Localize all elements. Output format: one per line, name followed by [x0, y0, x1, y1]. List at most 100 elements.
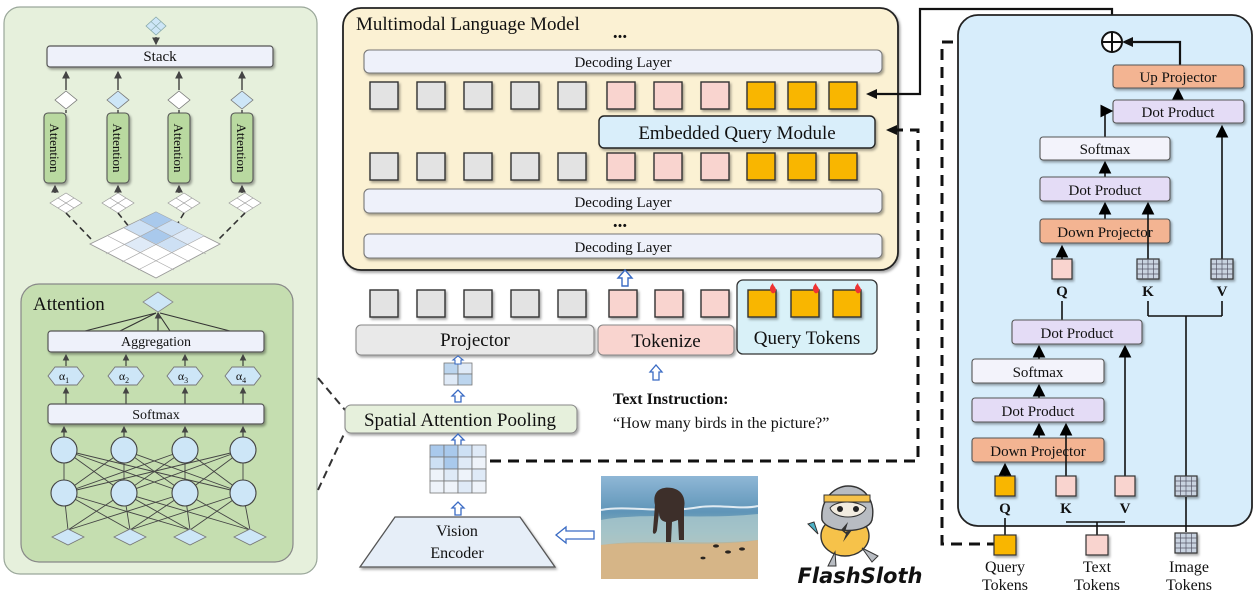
svg-text:Dot Product: Dot Product [1069, 183, 1143, 199]
dot-product-box-bottom [971, 397, 1105, 423]
mlp-network [50, 436, 267, 546]
svg-text:Q: Q [999, 501, 1011, 517]
svg-text:α1: α1 [59, 369, 69, 385]
q-token-bottom [994, 475, 1016, 497]
right-panel-embedded-query-module: Up Projector Dot Product Softmax Dot Pro… [957, 14, 1253, 535]
small-grid-diamonds [49, 192, 262, 214]
hollow-arrow-encoder-to-grid [450, 501, 466, 516]
k-token-bottom [1055, 475, 1077, 497]
alpha-3: α3 [166, 366, 204, 386]
alpha-1: α1 [47, 366, 85, 386]
svg-text:V: V [1120, 501, 1131, 517]
neuron [110, 436, 138, 464]
left-panel: Stack Attention [3, 6, 318, 575]
softmax-box-top [1039, 136, 1171, 161]
top-diamond-icon [145, 16, 167, 36]
middle-ellipsis: ... [613, 211, 627, 232]
attention-tower-3: Attention [167, 112, 191, 184]
aggregation-box [47, 330, 265, 353]
stack-label: Stack [143, 49, 177, 65]
v-token-bottom [1114, 475, 1136, 497]
svg-text:α2: α2 [119, 369, 129, 385]
hollow-arrow-to-mlm [616, 268, 634, 287]
svg-text:Softmax: Softmax [1013, 365, 1064, 381]
svg-text:K: K [1060, 501, 1072, 517]
svg-text:Tokens: Tokens [982, 577, 1028, 594]
svg-text:Dot Product: Dot Product [1041, 326, 1115, 342]
svg-text:α3: α3 [178, 369, 188, 385]
svg-text:Text: Text [1083, 559, 1112, 576]
decoding-layer-top [363, 49, 883, 74]
attention-towers: Attention Attention Attention Attention [43, 112, 254, 184]
decoding-layer-middle [363, 188, 883, 214]
svg-text:Dot Product: Dot Product [1002, 404, 1076, 420]
svg-text:Down Projector: Down Projector [1057, 225, 1152, 241]
v-grid-token-middle [1210, 258, 1234, 280]
token-row-lower [369, 152, 858, 181]
query-tokens-legend-cube [993, 534, 1017, 556]
attention-tower-1: Attention [43, 112, 67, 184]
svg-text:Decoding Layer: Decoding Layer [574, 240, 671, 256]
svg-text:Embedded Query Module: Embedded Query Module [638, 123, 835, 144]
hollow-arrow-tokenize [648, 364, 664, 381]
softmax-box-left [47, 403, 265, 425]
svg-text:Image: Image [1169, 559, 1209, 576]
dot-product-box-middle [1039, 176, 1171, 202]
svg-text:Decoding Layer: Decoding Layer [574, 195, 671, 211]
attention-tower-2: Attention [106, 112, 130, 184]
svg-text:Tokens: Tokens [1166, 577, 1212, 594]
flashsloth-logo-text: FlashSloth [798, 564, 923, 588]
alpha-2: α2 [107, 366, 145, 386]
hollow-arrow-to-pooling [450, 433, 466, 447]
embedded-query-module [598, 115, 876, 149]
decoding-layer-bottom [363, 233, 883, 259]
svg-text:V: V [1217, 284, 1228, 300]
neuron [50, 479, 78, 507]
alpha-weights: α1 α2 α3 α4 [47, 366, 262, 386]
neuron [229, 436, 257, 464]
attention-detail-title: Attention [33, 294, 105, 315]
tower-output-diamonds [54, 90, 254, 110]
projector-box [355, 324, 595, 356]
softmax-box-lower [971, 358, 1105, 384]
svg-text:Down Projector: Down Projector [990, 444, 1085, 460]
dot-product-box-lower [1011, 319, 1143, 345]
svg-text:α4: α4 [236, 369, 246, 385]
text-instruction-text: “How many birds in the picture?” [613, 415, 829, 432]
pooled-feature-grid [443, 362, 473, 386]
svg-text:Attention: Attention [171, 123, 186, 173]
stack-box [46, 45, 274, 68]
svg-text:Projector: Projector [440, 330, 510, 351]
vision-feature-grid [429, 444, 487, 494]
text-tokens-legend-cube [1085, 534, 1109, 556]
svg-text:Q: Q [1056, 284, 1068, 300]
query-token-cubes [747, 289, 862, 318]
hollow-arrow-to-pooled [450, 389, 466, 403]
svg-text:Encoder: Encoder [430, 545, 484, 562]
spatial-pooling-zoom-lines [317, 377, 346, 491]
svg-text:K: K [1142, 284, 1154, 300]
svg-text:Attention: Attention [110, 123, 125, 173]
hollow-arrow-image-to-encoder [554, 525, 595, 545]
svg-text:Attention: Attention [47, 123, 62, 173]
svg-text:Attention: Attention [234, 123, 249, 173]
neuron [171, 479, 199, 507]
down-projector-box-top [1039, 218, 1171, 244]
neuron [110, 479, 138, 507]
top-ellipsis: ... [613, 22, 627, 43]
svg-text:Dot Product: Dot Product [1142, 105, 1216, 121]
k-grid-token-middle [1136, 258, 1160, 280]
svg-text:Query: Query [985, 559, 1025, 576]
spatial-attention-pooling-box [344, 404, 578, 434]
neuron [171, 436, 199, 464]
q-token-middle [1051, 258, 1073, 280]
input-diamonds [51, 528, 267, 546]
neuron [229, 479, 257, 507]
svg-text:Tokenize: Tokenize [631, 331, 700, 352]
text-instruction-label: Text Instruction: [613, 391, 728, 408]
image-grid-token-bottom [1174, 475, 1198, 497]
svg-text:Tokens: Tokens [1074, 577, 1120, 594]
token-row-upper [369, 81, 858, 110]
svg-text:Up Projector: Up Projector [1139, 70, 1216, 86]
softmax-label-left: Softmax [132, 408, 179, 423]
